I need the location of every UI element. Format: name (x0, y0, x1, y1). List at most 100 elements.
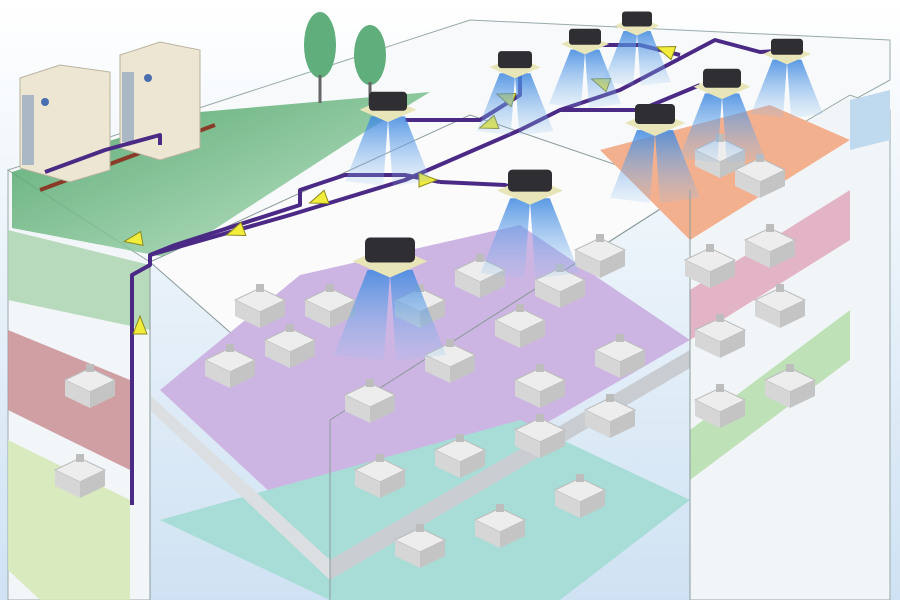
desk (263, 324, 317, 368)
desk (203, 344, 257, 388)
desk (393, 524, 447, 568)
unit-body (569, 28, 601, 45)
monitor (76, 454, 84, 462)
desk (743, 224, 797, 268)
indoor-unit (476, 51, 554, 136)
airflow-cone (345, 116, 431, 186)
roof-green-area (12, 92, 430, 258)
monitor (456, 434, 464, 442)
outdoor-unit (19, 64, 111, 183)
monitor (496, 504, 504, 512)
monitor (596, 234, 604, 242)
monitor (226, 344, 234, 352)
monitor (416, 524, 424, 532)
monitor (706, 244, 714, 252)
tree (304, 12, 336, 103)
desk (763, 364, 817, 408)
desk (353, 454, 407, 498)
monitor (476, 254, 484, 262)
monitor (716, 134, 724, 142)
indoor-unit (345, 91, 431, 186)
desk (493, 304, 547, 348)
monitor (716, 384, 724, 392)
flow-arrow-icon (308, 189, 330, 205)
airflow-cone (476, 73, 554, 136)
airflow-cone (751, 59, 823, 118)
desk (303, 284, 357, 328)
airflow-cone (333, 270, 447, 362)
monitor (416, 284, 424, 292)
indoor-unit (480, 169, 580, 279)
brand-logo (41, 98, 49, 106)
monitor (86, 364, 94, 372)
indoor-units (333, 11, 823, 362)
unit-body (703, 68, 741, 88)
indoor-unit (333, 237, 447, 362)
monitor (616, 334, 624, 342)
monitor (536, 364, 544, 372)
desk (473, 504, 527, 548)
monitor (606, 394, 614, 402)
monitor (536, 414, 544, 422)
monitor (516, 304, 524, 312)
office-furniture (53, 134, 817, 568)
brand-logo (144, 74, 152, 82)
unit-body (498, 51, 532, 69)
indoor-unit (679, 68, 765, 163)
desk (553, 474, 607, 518)
desk (513, 414, 567, 458)
desk (63, 364, 117, 408)
unit-body (635, 104, 675, 124)
indoor-unit (751, 38, 823, 118)
flow-arrow-icon (225, 221, 247, 237)
flow-arrow-icon (122, 230, 144, 246)
desk (693, 384, 747, 428)
monitor (776, 284, 784, 292)
airflow-cone (480, 198, 580, 279)
monitor (576, 474, 584, 482)
left-floor-lightgreen (8, 440, 130, 600)
unit-body (622, 11, 652, 27)
flow-arrow-icon (132, 314, 148, 335)
slab-front (150, 395, 330, 580)
desk (683, 244, 737, 288)
desk (513, 364, 567, 408)
desk (573, 234, 627, 278)
monitor (376, 454, 384, 462)
desk (343, 379, 397, 423)
left-floor-pink (8, 330, 130, 470)
desk (53, 454, 107, 498)
monitor (766, 224, 774, 232)
desk (593, 334, 647, 378)
airflow-cone (549, 49, 621, 108)
desk (233, 284, 287, 328)
pipe-outdoor (44, 133, 162, 174)
unit-body (508, 169, 552, 192)
monitor (366, 379, 374, 387)
outdoor-unit (119, 41, 201, 161)
airflow-cone (679, 93, 765, 163)
monitor (256, 284, 264, 292)
monitor (326, 284, 334, 292)
top-front-edge (329, 189, 691, 421)
desk (453, 254, 507, 298)
indoor-unit (549, 28, 621, 108)
airflow-cone (610, 130, 700, 203)
unit-body (369, 91, 407, 111)
desk (733, 154, 787, 198)
desk (693, 314, 747, 358)
indoor-unit (610, 104, 700, 203)
desk (433, 434, 487, 478)
monitor (446, 339, 454, 347)
desk (753, 284, 807, 328)
airflow-cone (603, 31, 671, 86)
monitor (286, 324, 294, 332)
monitor (716, 314, 724, 322)
left-floor-green (8, 230, 150, 330)
unit-body (365, 237, 415, 263)
monitor (786, 364, 794, 372)
unit-body (771, 38, 803, 55)
floor-blue-right (850, 90, 890, 150)
indoor-unit (603, 11, 671, 86)
